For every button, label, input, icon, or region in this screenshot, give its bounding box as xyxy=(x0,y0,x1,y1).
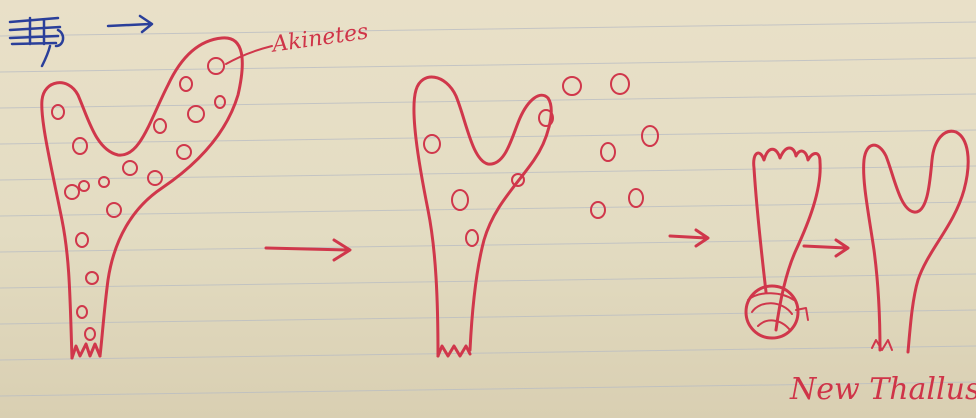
akinete-cells xyxy=(52,58,225,340)
thallus-with-akinetes xyxy=(42,38,243,358)
germinating-akinete xyxy=(746,148,820,338)
new-thallus-label: New Thallus xyxy=(790,372,976,407)
arrow-icon-3 xyxy=(804,240,848,256)
thallus-releasing-akinetes xyxy=(414,77,551,356)
ruled-lines xyxy=(0,22,976,396)
new-thallus-drawing xyxy=(864,131,969,352)
arrow-icon-1 xyxy=(266,240,350,260)
akinetes-pointer-line xyxy=(226,46,272,64)
heading-arrow-icon xyxy=(108,16,152,32)
arrow-icon-2 xyxy=(670,230,708,246)
heading-scribble xyxy=(10,18,63,66)
